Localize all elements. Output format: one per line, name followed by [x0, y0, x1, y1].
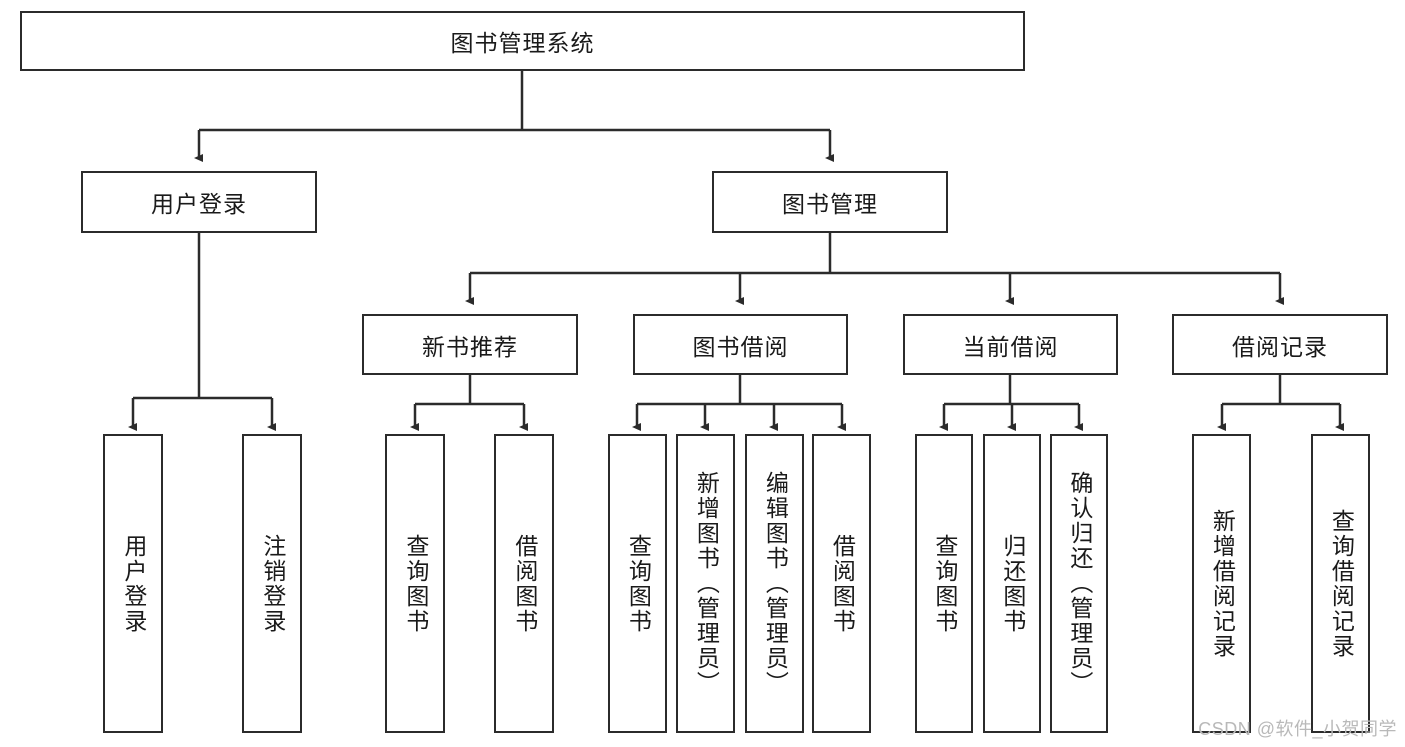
node-label: 图书借阅 [692, 333, 789, 360]
leaf-borrow-add-book-admin[interactable]: 新增图书（管理员） [676, 434, 735, 733]
node-label: 查询借阅记录 [1328, 508, 1355, 659]
leaf-borrow-borrow-book[interactable]: 借阅图书 [812, 434, 871, 733]
csdn-watermark: CSDN @软件_小贺同学 [1198, 719, 1397, 739]
node-label: 查询图书 [625, 533, 652, 634]
node-label: 查询图书 [402, 533, 429, 634]
node-label: 新书推荐 [422, 333, 518, 360]
leaf-current-return-book[interactable]: 归还图书 [983, 434, 1041, 733]
node-current-borrowing[interactable]: 当前借阅 [903, 314, 1118, 375]
node-label: 查询图书 [931, 533, 958, 634]
node-label: 用户登录 [120, 533, 147, 634]
node-user-login[interactable]: 用户登录 [81, 171, 317, 233]
leaf-borrow-query-book[interactable]: 查询图书 [608, 434, 667, 733]
node-label: 借阅图书 [511, 533, 538, 634]
node-label: 借阅记录 [1232, 333, 1328, 360]
leaf-new-book-borrow-book[interactable]: 借阅图书 [494, 434, 554, 733]
node-label: 用户登录 [151, 191, 247, 217]
node-label: 借阅图书 [829, 533, 856, 634]
node-label: 图书管理 [782, 191, 878, 217]
node-label: 归还图书 [999, 533, 1026, 634]
node-label: 当前借阅 [962, 333, 1059, 360]
node-root-book-management-system[interactable]: 图书管理系统 [20, 11, 1025, 71]
leaf-user-login-login[interactable]: 用户登录 [103, 434, 163, 733]
node-label: 注销登录 [259, 533, 286, 634]
node-label: 新增图书（管理员） [693, 471, 720, 696]
leaf-user-login-logout[interactable]: 注销登录 [242, 434, 302, 733]
node-label: 编辑图书（管理员） [762, 471, 789, 696]
leaf-record-add-record[interactable]: 新增借阅记录 [1192, 434, 1251, 733]
leaf-new-book-query-book[interactable]: 查询图书 [385, 434, 445, 733]
leaf-borrow-edit-book-admin[interactable]: 编辑图书（管理员） [745, 434, 804, 733]
node-label: 确认归还（管理员） [1066, 471, 1093, 696]
node-borrowing-records[interactable]: 借阅记录 [1172, 314, 1388, 375]
leaf-current-confirm-return-admin[interactable]: 确认归还（管理员） [1050, 434, 1108, 733]
node-book-management[interactable]: 图书管理 [712, 171, 948, 233]
leaf-current-query-book[interactable]: 查询图书 [915, 434, 973, 733]
node-new-book-recommendation[interactable]: 新书推荐 [362, 314, 578, 375]
leaf-record-query-record[interactable]: 查询借阅记录 [1311, 434, 1370, 733]
node-book-borrowing[interactable]: 图书借阅 [633, 314, 848, 375]
node-label: 新增借阅记录 [1209, 508, 1236, 659]
node-label: 图书管理系统 [450, 30, 595, 56]
